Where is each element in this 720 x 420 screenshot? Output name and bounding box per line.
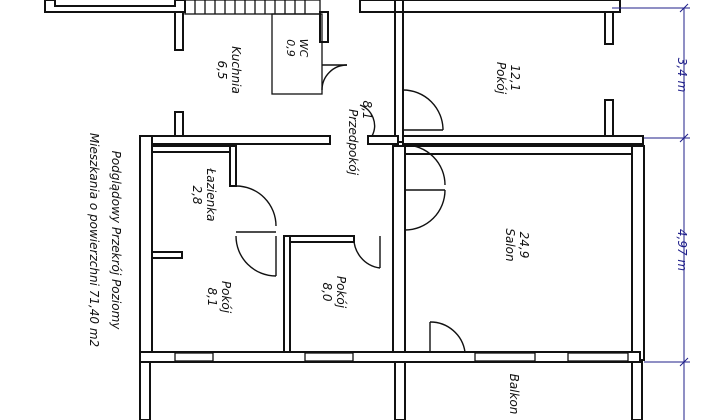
left-block-walls (139, 135, 277, 361)
room-area: 8,0 (320, 282, 334, 301)
lazienka-top-wall (151, 145, 235, 153)
stairwell-box (184, 0, 321, 15)
dimension-lines (612, 3, 690, 420)
salon-door-arc-bottom (404, 189, 446, 231)
balkon-left-wall (394, 361, 406, 420)
wc-right-wall (319, 11, 329, 43)
room-area: 6,5 (215, 60, 229, 79)
pokoj-left-door-arc (235, 235, 277, 277)
salon-top-wall (404, 145, 641, 155)
salon-right-wall (631, 145, 645, 361)
dimension-lower-label: 4,97 m (675, 229, 689, 271)
lower-left-wall (139, 361, 151, 420)
top-wall-inner (54, 0, 176, 7)
lazienka-bottom-wall (151, 251, 183, 259)
bottom-outer-wall (139, 351, 641, 363)
room-name: Pokój (494, 62, 508, 95)
entry-door-arc (359, 104, 376, 137)
room-pokoj-left: Pokój 8,1 (205, 281, 233, 314)
room-wc: WC 0,9 (284, 39, 310, 58)
left-outer-wall (139, 135, 153, 361)
room-pokoj-upper-walls (394, 11, 644, 145)
plan-caption: Podglądowy Przekrój Poziomy Mieszkania o… (87, 133, 123, 347)
window-2 (304, 352, 354, 362)
top-walls (44, 0, 621, 13)
window-3 (474, 352, 536, 362)
room-name: Salon (503, 228, 517, 261)
top-wall-post (394, 0, 404, 13)
pokoj-middle-door-arc (353, 235, 381, 269)
room-name: Pokój (219, 281, 233, 314)
room-area: 24,9 (517, 232, 531, 259)
pokoj-upper-door-arc (402, 89, 444, 131)
lazienka-right-wall (229, 145, 237, 187)
room-salon: 24,9 Salon (503, 228, 531, 261)
pokoj-upper-left-wall (394, 11, 404, 143)
stairwell-hatch (184, 0, 321, 15)
room-area: 12,1 (508, 65, 522, 92)
window-4 (567, 352, 629, 362)
room-name: Kuchnia (229, 46, 243, 94)
balcony-door-arc (429, 321, 466, 353)
room-area: 8,1 (205, 287, 219, 306)
wc-box (271, 13, 323, 95)
salon-door-arc-top (404, 144, 446, 186)
room-name: Łazienka (204, 167, 218, 221)
room-name: WC (297, 39, 310, 58)
caption-line-2: Mieszkania o powierzchni 71,40 m2 (87, 133, 101, 347)
pokoj-upper-bottom-wall (402, 135, 644, 145)
room-area: 8,1 (360, 100, 374, 119)
pokoj-upper-right-wall-top (604, 11, 614, 45)
room-area: 0,9 (284, 39, 297, 57)
pokoj-middle-top-wall (283, 235, 355, 243)
window-1 (174, 352, 214, 362)
corridor-top-wall (139, 135, 331, 145)
balkon-walls (139, 361, 643, 420)
room-kuchnia: Kuchnia 6,5 (215, 46, 243, 94)
wc-door-arc (321, 64, 348, 91)
room-pokoj-upper: 12,1 Pokój (494, 62, 522, 95)
pokoj-upper-right-wall-bottom (604, 99, 614, 141)
top-wall-right (359, 0, 621, 13)
pokoj-middle-left-wall (283, 235, 291, 353)
room-name: Przedpokój (346, 109, 360, 176)
salon-left-wall (392, 145, 406, 361)
room-pokoj-middle: Pokój 8,0 (320, 276, 348, 309)
room-lazienka: Łazienka 2,8 (190, 167, 218, 221)
room-name: Pokój (334, 276, 348, 309)
room-balkon: Balkon (507, 374, 521, 415)
bottom-wall (139, 321, 641, 363)
lazienka-door-arc (235, 185, 277, 227)
caption-line-1: Podglądowy Przekrój Poziomy (109, 151, 123, 331)
balkon-right-wall (631, 361, 643, 420)
dimension-upper-label: 3,4 m (675, 58, 689, 93)
room-area: 2,8 (190, 185, 204, 204)
corridor-top-wall-right (367, 135, 399, 145)
kitchen-left-wall-top (174, 11, 184, 51)
kitchen-walls (174, 11, 348, 141)
room-name: Balkon (507, 374, 521, 415)
room-przedpokoj: 8,1 Przedpokój (346, 100, 374, 175)
